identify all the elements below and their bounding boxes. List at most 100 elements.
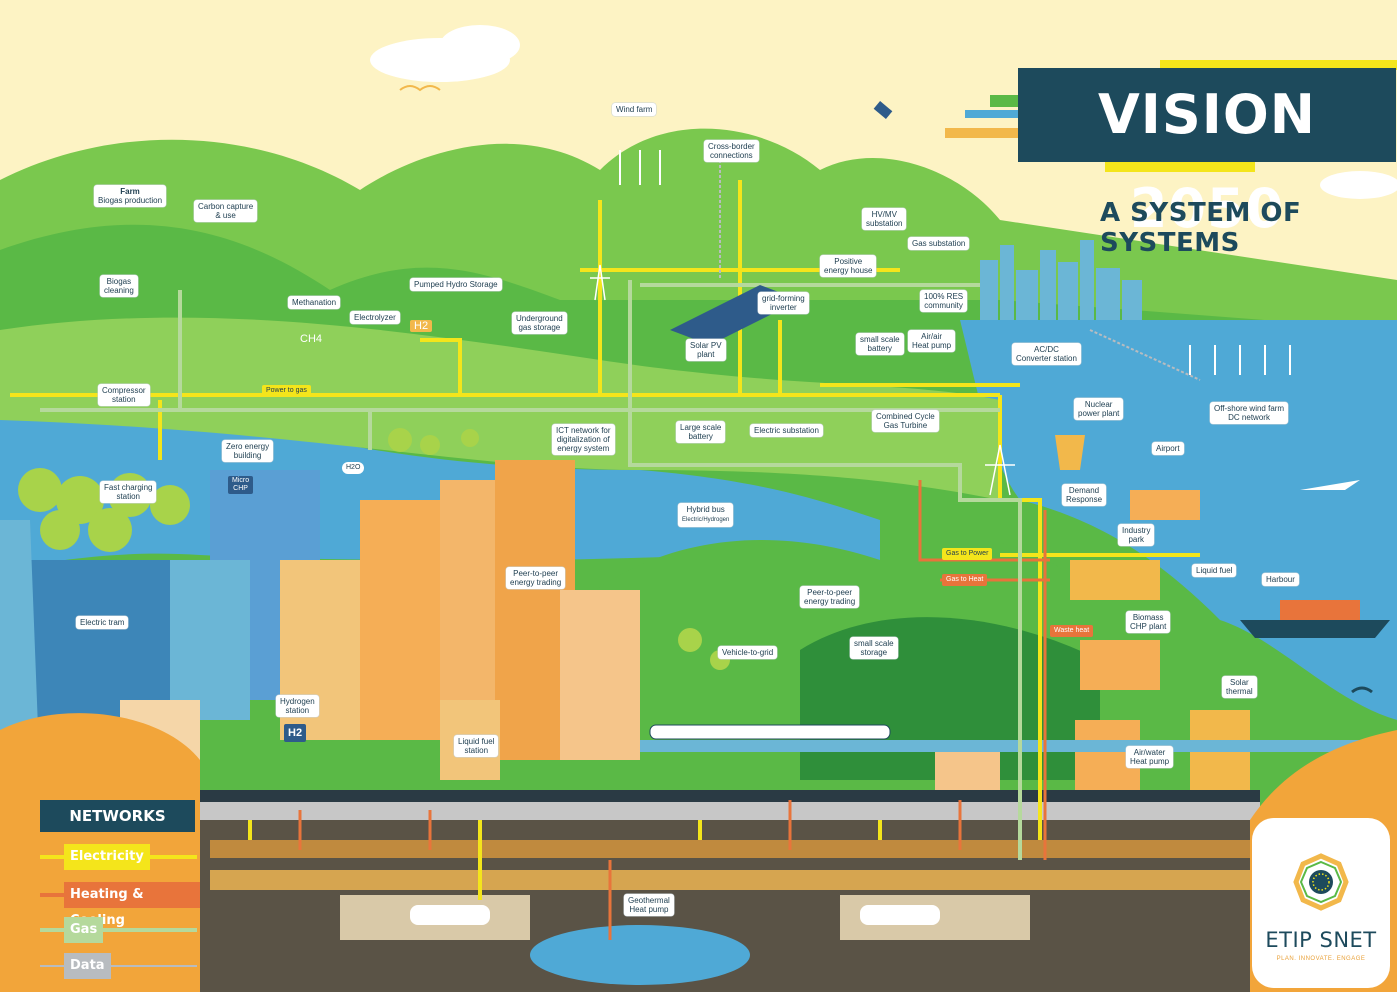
legend-label: Heating & Cooling — [64, 882, 200, 928]
legend-label: Data — [64, 953, 111, 979]
offshore-wind-label: Off-shore wind farm DC network — [1210, 402, 1289, 424]
p2p-trading-right-label: Peer-to-peer energy trading — [800, 586, 860, 608]
power-to-gas-tag: Power to gas — [262, 385, 311, 397]
small-battery-label: small scale battery — [856, 333, 904, 355]
satellite-icon — [873, 101, 893, 119]
harbour-label: Harbour — [1262, 573, 1299, 586]
p2p-trading-left-label: Peer-to-peer energy trading — [506, 567, 566, 589]
wind-turbine-icon — [619, 150, 1291, 375]
legend-data: Data — [40, 953, 200, 979]
cloud-icon — [370, 25, 1397, 199]
waste-heat-tag: Waste heat — [1050, 625, 1094, 637]
gas-to-heat-tag: Gas to Heat — [942, 574, 988, 586]
metro-train — [860, 905, 940, 925]
carbon-capture-label: Carbon capture & use — [194, 200, 258, 222]
city-skyline — [980, 240, 1142, 320]
logo-emblem-icon — [1293, 853, 1349, 911]
legend-label: Gas — [64, 917, 104, 943]
airport-label: Airport — [1152, 442, 1184, 455]
road — [200, 790, 1260, 802]
industry-park-label: Industry park — [1118, 524, 1155, 546]
small-storage-label: small scale storage — [850, 637, 898, 659]
positive-energy-label: Positive energy house — [820, 255, 877, 277]
ict-label: ICT network for digitalization of energy… — [552, 424, 615, 455]
heat-network — [298, 480, 1050, 940]
large-battery-label: Large scale battery — [676, 421, 726, 443]
gas-to-power-tag: Gas to Power — [942, 548, 993, 560]
micro-chp-tag: Micro CHP — [228, 476, 254, 494]
underground — [0, 820, 1397, 992]
tree-cluster — [18, 428, 730, 670]
air-water-label: Air/water Heat pump — [1126, 746, 1174, 768]
power-pylon-icon — [590, 264, 1015, 496]
air-air-label: Air/air Heat pump — [908, 330, 956, 352]
page-subtitle: A SYSTEM OF SYSTEMS — [1100, 198, 1302, 258]
gas-network — [40, 280, 1022, 860]
farm-title: Farm — [120, 187, 140, 196]
electric-substation-label: Electric substation — [750, 424, 823, 437]
soil-layer-2 — [210, 870, 1260, 890]
h2-sign: H2 — [284, 724, 307, 742]
cross-border-label: Cross-border connections — [704, 140, 759, 162]
glass-tower — [0, 520, 40, 780]
compressor-label: Compressor station — [98, 384, 150, 406]
geothermal-label: Geothermal Heat pump — [624, 894, 674, 916]
legend-heating-cooling: Heating & Cooling — [40, 882, 200, 928]
page-title: VISION 2050 — [1018, 68, 1396, 240]
demand-response-label: Demand Response — [1062, 484, 1107, 506]
solar-pv-label: Solar PV plant — [686, 339, 726, 361]
dolphin-icon — [1351, 686, 1373, 694]
electrolyzer-label: Electrolyzer — [350, 311, 400, 324]
airplane-icon — [1300, 480, 1360, 490]
hybrid-bus-title: Hybrid bus — [686, 505, 725, 514]
pumped-hydro-label: Pumped Hydro Storage — [410, 278, 502, 291]
liquid-fuel-station-label: Liquid fuel station — [454, 735, 499, 757]
nuclear-label: Nuclear power plant — [1074, 398, 1124, 420]
etip-snet-logo: ETIP SNET PLAN. INNOVATE. ENGAGE — [1252, 818, 1390, 988]
biomass-chp-label: Biomass CHP plant — [1126, 611, 1171, 633]
hv-mv-label: HV/MV substation — [862, 208, 907, 230]
legend-line — [40, 965, 197, 967]
solar-thermal-label: Solar thermal — [1222, 676, 1257, 698]
ccgt-label: Combined Cycle Gas Turbine — [872, 410, 939, 432]
logo-name: ETIP SNET — [1265, 928, 1377, 952]
ch4-tank-label: CH4 — [300, 333, 323, 345]
metro-train — [410, 905, 490, 925]
methanation-label: Methanation — [288, 296, 341, 309]
soil-layer — [210, 840, 1260, 858]
legend-gas: Gas — [40, 917, 200, 943]
wind-farm-label: Wind farm — [612, 103, 657, 116]
h2-tank-label: H2 — [410, 320, 433, 332]
res-community-label: 100% RES community — [920, 290, 968, 312]
fast-charging-label: Fast charging station — [100, 481, 157, 503]
data-network — [719, 160, 1201, 381]
sidewalk — [200, 802, 1260, 822]
bird-icon — [399, 85, 441, 92]
legend-electricity: Electricity — [40, 844, 200, 870]
acdc-label: AC/DC Converter station — [1012, 343, 1081, 365]
underground-gas-label: Underground gas storage — [512, 312, 567, 334]
ship-cargo — [1280, 600, 1360, 620]
train — [649, 724, 891, 740]
h2o-tag: H2O — [342, 462, 365, 474]
legend-title: NETWORKS — [40, 800, 195, 832]
nuclear-icon — [1055, 435, 1085, 470]
farm-subtitle: Biogas production — [98, 196, 163, 205]
liquid-fuel-label: Liquid fuel — [1192, 564, 1237, 577]
hybrid-bus-subtitle: Electric/Hydrogen — [682, 517, 730, 523]
hydrogen-station-label: Hydrogen station — [276, 695, 319, 717]
legend-label: Electricity — [64, 844, 150, 870]
ship — [1240, 620, 1390, 638]
vehicle-to-grid-label: Vehicle-to-grid — [718, 646, 778, 659]
legend-line — [40, 928, 197, 932]
zero-energy-label: Zero energy building — [222, 440, 274, 462]
grid-forming-label: grid-forming inverter — [758, 292, 809, 314]
logo-tagline: PLAN. INNOVATE. ENGAGE — [1276, 956, 1366, 962]
gas-substation-label: Gas substation — [908, 237, 970, 250]
biogas-cleaning-label: Biogas cleaning — [100, 275, 138, 297]
geothermal-reservoir — [530, 925, 750, 985]
